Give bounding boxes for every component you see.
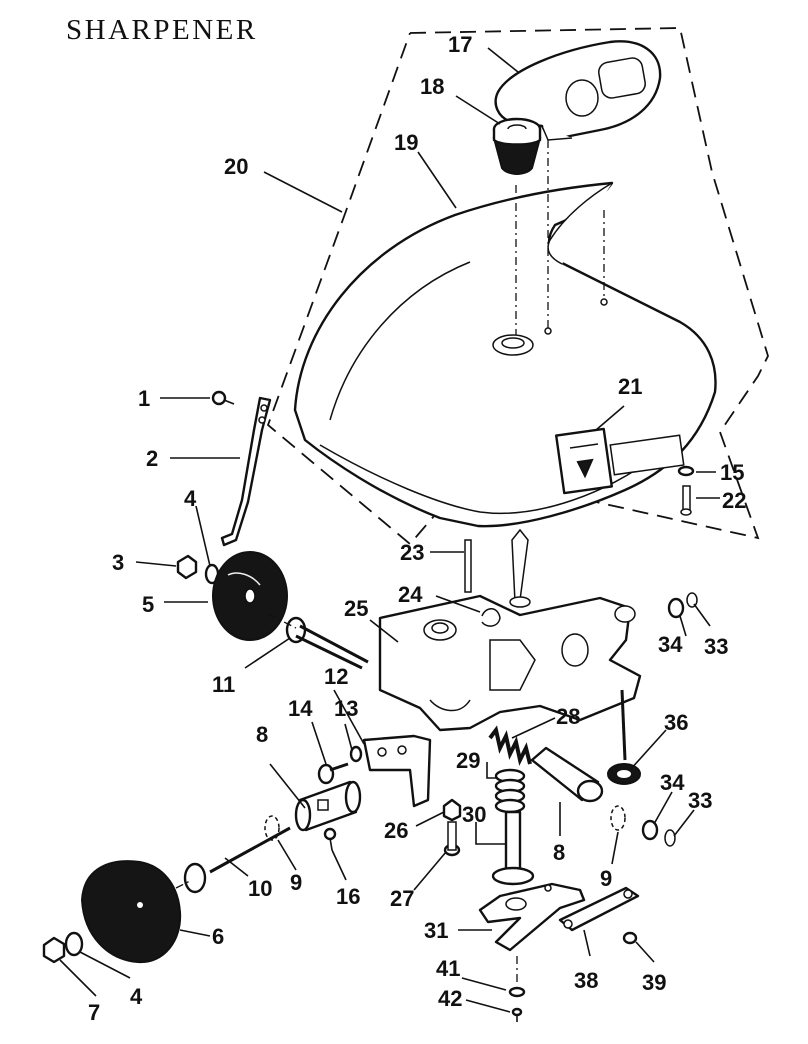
cover-assembly-boundary <box>266 27 769 546</box>
callout-27: 27 <box>390 886 414 911</box>
callout-41: 41 <box>436 956 460 981</box>
callout-12: 12 <box>324 664 348 689</box>
callout-23: 23 <box>400 540 424 565</box>
callout-36: 36 <box>664 710 688 735</box>
part-ring-36 <box>607 763 641 785</box>
part-clip-33-lower <box>664 829 676 847</box>
part-washer-13 <box>349 745 363 763</box>
part-bushing-8-left <box>294 780 362 832</box>
callout-25: 25 <box>344 596 368 621</box>
callout-31: 31 <box>424 918 448 943</box>
part-snap-ring-9-right <box>610 805 626 831</box>
part-drive-wheel-6 <box>80 860 182 964</box>
callout-7: 7 <box>88 1000 100 1025</box>
callout-38: 38 <box>574 968 598 993</box>
callout-3: 3 <box>112 550 124 575</box>
part-base-housing <box>378 528 642 761</box>
part-nut-7 <box>42 936 66 964</box>
callout-33: 33 <box>704 634 728 659</box>
callout-11: 11 <box>212 672 235 697</box>
part-decal-label <box>554 427 685 495</box>
callout-labels: 1 2 3 4 5 11 25 24 23 12 14 13 8 28 29 2… <box>88 32 746 1025</box>
callout-8: 8 <box>256 722 268 747</box>
part-pin-23 <box>464 539 472 593</box>
callout-10: 10 <box>248 876 272 901</box>
callout-8: 8 <box>553 840 565 865</box>
callout-22: 22 <box>722 488 746 513</box>
part-screw-42 <box>511 1007 523 1022</box>
part-screw-14 <box>317 762 349 785</box>
callout-13: 13 <box>334 696 358 721</box>
callout-4: 4 <box>184 486 197 511</box>
part-shaft-11 <box>267 613 369 670</box>
callout-4: 4 <box>130 984 143 1009</box>
part-screw-16 <box>323 827 337 851</box>
part-bracket-2 <box>220 396 272 547</box>
callout-29: 29 <box>456 748 480 773</box>
part-plate-12 <box>362 734 432 808</box>
callout-34: 34 <box>660 770 685 795</box>
leader-lines <box>59 47 720 1013</box>
part-screw-22 <box>680 485 692 516</box>
callout-17: 17 <box>448 32 472 57</box>
part-nut-26 <box>442 798 462 822</box>
callout-21: 21 <box>618 374 642 399</box>
callout-26: 26 <box>384 818 408 843</box>
callout-5: 5 <box>142 592 154 617</box>
part-cover-housing <box>293 140 717 528</box>
part-washer-34-upper <box>667 597 685 619</box>
callout-9: 9 <box>600 866 612 891</box>
part-lever-31 <box>478 882 586 952</box>
callout-19: 19 <box>394 130 418 155</box>
callout-18: 18 <box>420 74 444 99</box>
diagram-title: SHARPENER <box>66 14 258 46</box>
part-bolt-27 <box>443 821 461 857</box>
callout-24: 24 <box>398 582 423 607</box>
part-bushing-8-right <box>530 746 604 803</box>
callout-2: 2 <box>146 446 158 471</box>
part-spring-29 <box>494 768 526 814</box>
part-washer-41 <box>508 986 526 998</box>
callout-16: 16 <box>336 884 360 909</box>
part-nut-39 <box>622 931 638 945</box>
part-shaft-30 <box>491 810 535 886</box>
callout-28: 28 <box>556 704 580 729</box>
part-clip-24 <box>481 608 501 627</box>
part-grinding-wheel-5 <box>212 551 288 641</box>
callout-34: 34 <box>658 632 683 657</box>
callout-15: 15 <box>720 460 744 485</box>
callout-30: 30 <box>462 802 486 827</box>
callout-14: 14 <box>288 696 313 721</box>
part-nut-3 <box>176 554 198 580</box>
part-shaft-10 <box>175 826 291 894</box>
part-washer-4-lower <box>64 931 84 957</box>
part-snap-ring-9-left <box>264 815 280 841</box>
callout-20: 20 <box>224 154 248 179</box>
callout-6: 6 <box>212 924 224 949</box>
callout-9: 9 <box>290 870 302 895</box>
part-washer-34-lower <box>641 819 659 841</box>
callout-33: 33 <box>688 788 712 813</box>
part-clip-33-upper <box>686 592 698 608</box>
callout-39: 39 <box>642 970 666 995</box>
part-spring-28 <box>488 725 532 766</box>
callout-42: 42 <box>438 986 462 1011</box>
part-knob <box>492 117 542 175</box>
part-screw-1 <box>211 390 235 406</box>
part-washer-15 <box>677 465 695 477</box>
callout-1: 1 <box>138 386 150 411</box>
part-link-38 <box>558 886 640 932</box>
